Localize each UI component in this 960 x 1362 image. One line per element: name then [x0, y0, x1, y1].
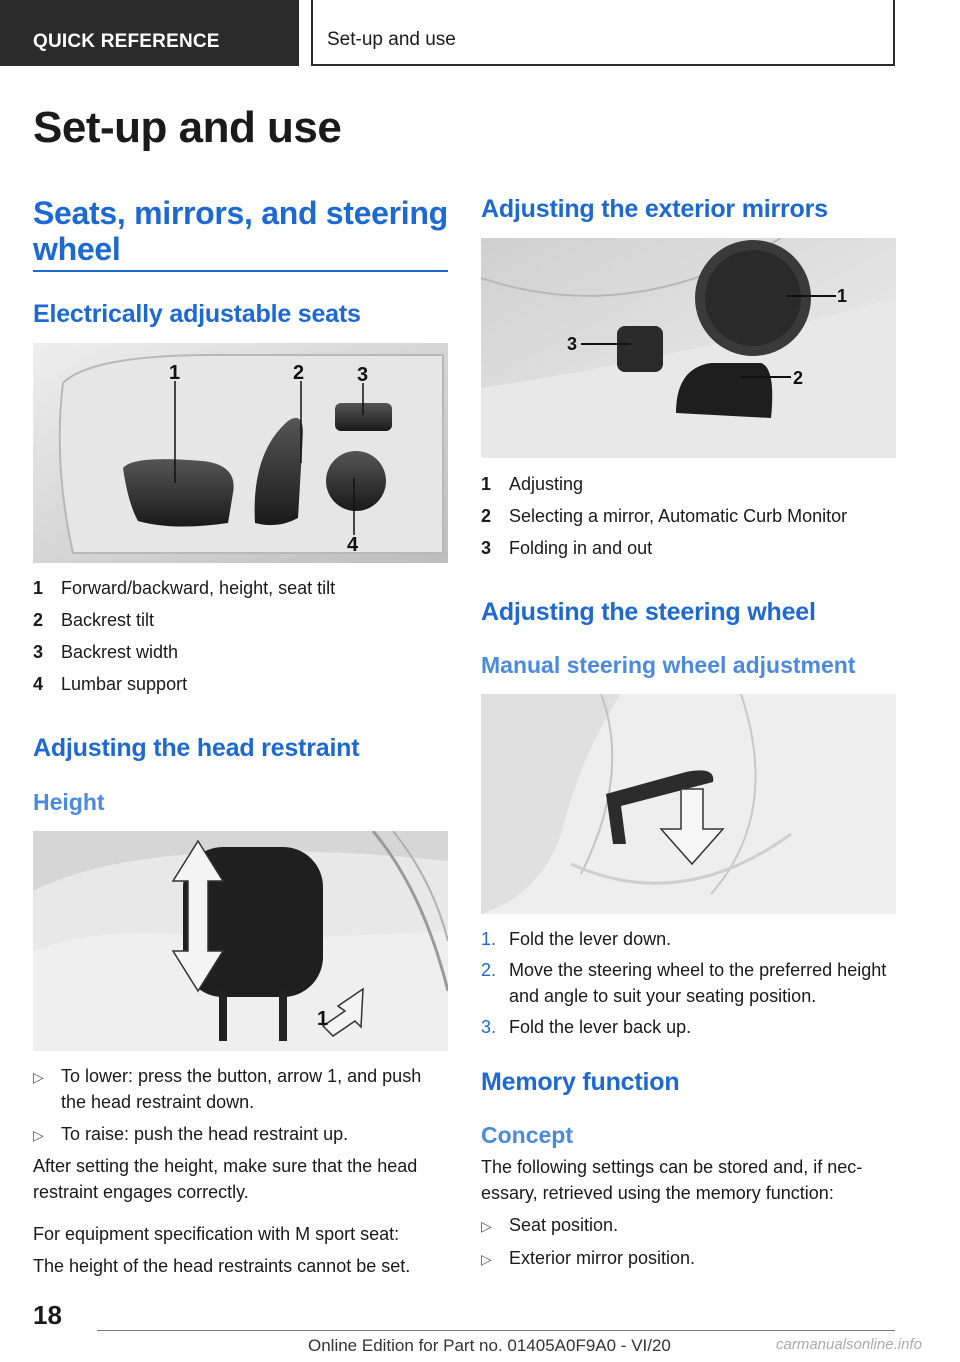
subheading-manual-steering: Manual steering wheel adjustment: [481, 652, 856, 678]
seat-callout-4: 4: [347, 534, 359, 556]
triangle-bullet-icon: ▷: [481, 1251, 492, 1267]
heading-exterior-mirrors: Adjusting the exterior mirrors: [481, 195, 828, 223]
heading-electric-seats: Electrically adjustable seats: [33, 300, 361, 328]
mirror-callout-1: 1: [837, 286, 847, 306]
section-tab[interactable]: QUICK REFERENCE: [0, 0, 299, 66]
memory-bullets: ▷Seat position. ▷Exterior mirror positio…: [481, 1212, 896, 1278]
subheading-concept: Concept: [481, 1122, 573, 1148]
subheading-height: Height: [33, 789, 105, 815]
footer-edition: Online Edition for Part no. 01405A0F9A0 …: [308, 1336, 671, 1355]
seat-callout-1: 1: [169, 362, 180, 384]
triangle-bullet-icon: ▷: [33, 1069, 44, 1085]
paragraph: After setting the height, make sure that…: [33, 1156, 418, 1202]
steering-steps: 1.Fold the lever down. 2.Move the steeri…: [481, 926, 896, 1045]
triangle-bullet-icon: ▷: [33, 1127, 44, 1143]
list-item: 2.Move the steering wheel to the preferr…: [481, 960, 887, 1006]
list-item: ▷Seat position.: [481, 1212, 896, 1239]
heading-rule: [33, 270, 448, 272]
page-title: Set-up and use: [33, 103, 342, 152]
heading-head-restraint: Adjusting the head restraint: [33, 734, 360, 762]
heading-steering-wheel: Adjusting the steering wheel: [481, 598, 816, 626]
paragraph: The height of the head restraints cannot…: [33, 1256, 411, 1276]
paragraph: The following settings can be stored and…: [481, 1157, 863, 1203]
seat-callout-2: 2: [293, 362, 304, 384]
list-item: ▷Exterior mirror position.: [481, 1245, 896, 1272]
chapter-tab[interactable]: Set-up and use: [311, 0, 895, 66]
steering-lever-image: [481, 694, 896, 914]
mirror-callout-3: 3: [567, 334, 577, 354]
heading-memory-function: Memory function: [481, 1068, 680, 1096]
list-item: 1.Fold the lever down.: [481, 929, 672, 949]
watermark: carmanualsonline.info: [776, 1336, 922, 1353]
head-restraint-image: 1: [33, 831, 448, 1051]
seat-callout-3: 3: [357, 364, 368, 386]
seat-controls-image: 1 2 3 4: [33, 343, 448, 563]
section-heading-seats-mirrors: Seats, mirrors, and steering wheel: [33, 195, 448, 267]
mirror-controls-image: 1 2 3: [481, 238, 896, 458]
head-restraint-bullets: ▷To lower: press the button, arrow 1, an…: [33, 1063, 448, 1154]
header-bar: QUICK REFERENCE Set-up and use: [0, 0, 960, 66]
list-item: ▷To raise: push the head restraint up.: [33, 1121, 448, 1148]
footer-rule: [97, 1330, 895, 1331]
paragraph: For equipment specification with M sport…: [33, 1224, 400, 1244]
triangle-bullet-icon: ▷: [481, 1218, 492, 1234]
mirror-callout-2: 2: [793, 368, 803, 388]
page-number: 18: [33, 1300, 62, 1330]
head-restraint-callout-1: 1: [317, 1008, 328, 1030]
list-item: 3.Fold the lever back up.: [481, 1017, 692, 1037]
list-item: ▷To lower: press the button, arrow 1, an…: [33, 1063, 448, 1115]
